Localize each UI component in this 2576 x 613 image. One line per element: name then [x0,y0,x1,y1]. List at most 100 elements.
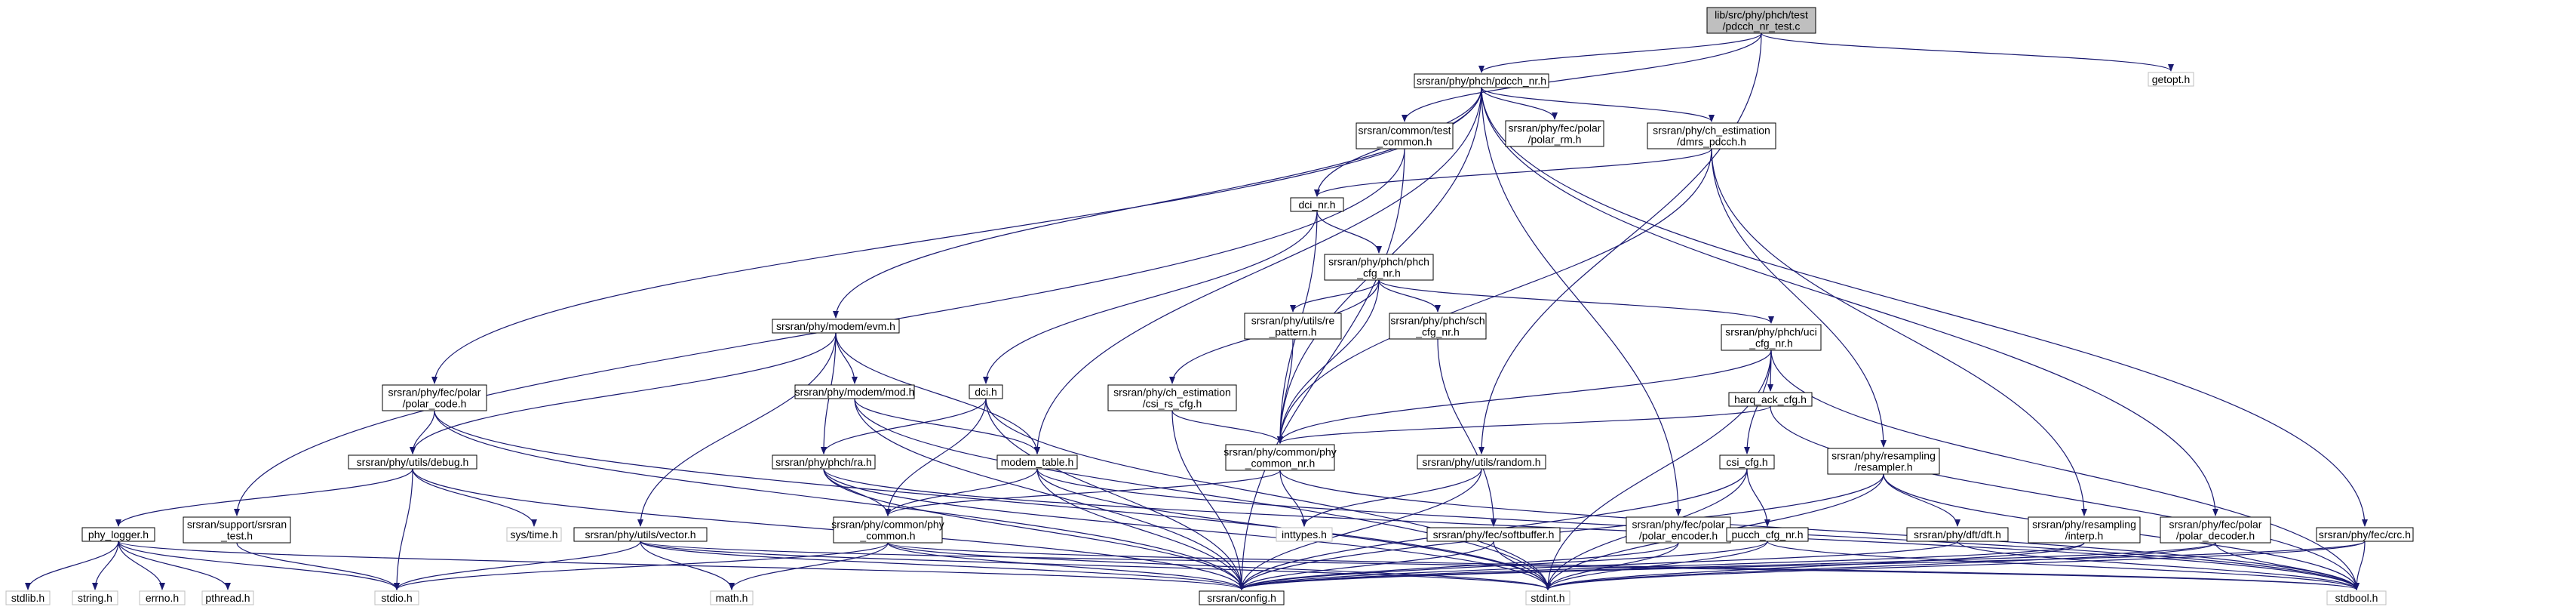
node-label: srsran/common/test [1359,125,1451,137]
node-uci_cfg_nr[interactable]: srsran/phy/phch/uci_cfg_nr.h [1721,324,1822,351]
node-box [1647,122,1776,149]
node-box [1199,590,1285,605]
edge-polar_decoder-to-stdint [1545,542,2216,590]
edge-pdcch_nr-to-dmrs_pdcch [1481,87,1715,122]
node-csi_cfg[interactable]: csi_cfg.h [1719,454,1775,470]
node-box [139,590,186,605]
node-polar_decoder[interactable]: srsran/phy/fec/polar/polar_decoder.h [2160,516,2271,544]
edge-csi_cfg-to-pucch_cfg_nr [1746,468,1770,527]
edge-csi_rs_cfg-to-phy_common_nr [1171,410,1283,444]
edge-vector-to-stdint [640,541,1551,590]
node-sch_cfg_nr[interactable]: srsran/phy/phch/sch_cfg_nr.h [1389,313,1487,340]
edge-dci-to-phy_common [885,398,987,516]
edge-root-to-pdcch_nr [1478,32,1762,73]
edge-softbuffer-to-config [1239,541,1494,590]
node-re_pattern[interactable]: srsran/phy/utils/re_pattern.h [1244,313,1342,340]
edge-sch_cfg_nr-to-softbuffer [1437,338,1497,527]
node-label: /polar_rm.h [1528,134,1582,146]
node-label: /resampler.h [1854,461,1912,473]
node-phch_cfg_nr[interactable]: srsran/phy/phch/phch_cfg_nr.h [1324,254,1434,281]
node-polar_encoder[interactable]: srsran/phy/fec/polar/polar_encoder.h [1626,516,1731,544]
node-label: phy_logger.h [88,528,149,541]
node-polar_rm[interactable]: srsran/phy/fec/polar/polar_rm.h [1505,120,1604,147]
edge-debug-to-time [412,468,537,527]
node-softbuffer[interactable]: srsran/phy/fec/softbuffer.h [1426,527,1561,542]
edge-harq_ack_cfg-to-phy_common_nr [1277,405,1771,444]
node-srsran_test[interactable]: srsran/support/srsran_test.h [183,516,291,544]
node-box [1721,324,1822,351]
edge-pdcch_nr-to-modem_table [1034,87,1482,454]
node-resampler[interactable]: srsran/phy/resampling/resampler.h [1827,448,1940,475]
node-test_common[interactable]: srsran/common/test_common.h [1356,122,1454,149]
node-label: pucch_cfg_nr.h [1732,528,1804,541]
node-box [382,384,487,411]
node-label: /polar_decoder.h [2176,530,2255,542]
node-vector[interactable]: srsran/phy/utils/vector.h [573,527,708,542]
nodes-layer: lib/src/phy/phch/test/pdcch_nr_test.csrs… [5,7,2414,605]
node-mod[interactable]: srsran/phy/modem/mod.h [794,384,915,399]
edge-mod-to-config [854,398,1245,590]
node-box [1417,454,1546,470]
edge-root-to-getopt [1761,32,2174,72]
edge-evm-to-vector [637,332,837,527]
node-pucch_cfg_nr[interactable]: pucch_cfg_nr.h [1726,527,1809,542]
edge-phch_cfg_nr-to-phy_common_nr [1277,279,1380,444]
node-box [183,516,291,544]
node-dci_nr[interactable]: dci_nr.h [1290,197,1344,212]
node-crc[interactable]: srsran/phy/fec/crc.h [2316,527,2414,542]
node-pdcch_nr[interactable]: srsran/phy/phch/pdcch_nr.h [1414,73,1549,88]
edge-uci_cfg_nr-to-stdint [1545,350,1772,590]
node-label: stdlib.h [11,592,45,604]
node-box [772,454,876,470]
node-modem_table[interactable]: modem_table.h [996,454,1078,470]
edge-resampler-to-config [1239,473,1884,590]
node-random[interactable]: srsran/phy/utils/random.h [1417,454,1546,470]
node-debug[interactable]: srsran/phy/utils/debug.h [348,454,477,470]
edge-crc-to-config [1239,541,2366,590]
node-label: srsran/phy/ch_estimation [1653,125,1770,137]
node-label: _cfg_nr.h [1749,337,1793,350]
edge-polar_code-to-debug [410,410,435,454]
node-interp[interactable]: srsran/phy/resampling/interp.h [2028,516,2141,544]
node-dft[interactable]: srsran/phy/dft/dft.h [1906,527,2009,542]
node-label: modem_table.h [1001,456,1074,468]
node-phy_common_nr[interactable]: srsran/phy/common/phy_common_nr.h [1224,444,1337,471]
node-dci[interactable]: dci.h [969,384,1003,399]
edge-phch_cfg_nr-to-uci_cfg_nr [1378,279,1774,324]
node-label: dci_nr.h [1298,199,1335,211]
node-label: _common.h [1376,136,1432,148]
edge-phy_common-to-stdbool [887,542,2360,590]
node-dmrs_pdcch[interactable]: srsran/phy/ch_estimation/dmrs_pdcch.h [1647,122,1776,149]
node-label: srsran/phy/fec/crc.h [2319,528,2411,541]
node-phy_common[interactable]: srsran/phy/common/phy_common.h [831,516,944,544]
node-label: srsran/phy/fec/polar [388,387,481,399]
node-config[interactable]: srsran/config.h [1199,590,1285,605]
edge-phy_common_nr-to-stdbool [1279,470,2360,590]
node-label: srsran/phy/fec/softbuffer.h [1433,528,1555,541]
edge-pucch_cfg_nr-to-stdint [1545,541,1768,590]
node-box [2316,527,2414,542]
edge-dmrs_pdcch-to-interp [1711,148,2087,516]
node-polar_code[interactable]: srsran/phy/fec/polar/polar_code.h [382,384,487,411]
edge-crc-to-stdbool [2353,541,2366,590]
node-box [5,590,51,605]
edge-ra-to-stdint [823,468,1551,590]
node-label: srsran/config.h [1207,592,1276,604]
node-label: _common.h [859,530,915,542]
edge-harq_ack_cfg-to-stdbool [1770,405,2360,590]
node-box [1426,527,1561,542]
edge-root-to-random [1478,32,1762,454]
node-phy_logger[interactable]: phy_logger.h [81,527,155,542]
node-box [1356,122,1454,149]
node-label: sys/time.h [510,528,557,541]
node-box [1827,448,1940,475]
node-evm[interactable]: srsran/phy/modem/evm.h [772,319,900,334]
edge-srsran_test-to-stdio [236,542,400,590]
edge-dmrs_pdcch-to-phy_common_nr [1277,148,1712,444]
node-harq_ack_cfg[interactable]: harq_ack_cfg.h [1728,392,1813,407]
node-label: inttypes.h [1282,528,1327,541]
node-label: srsran/phy/utils/re [1251,315,1335,327]
node-ra[interactable]: srsran/phy/phch/ra.h [772,454,876,470]
node-csi_rs_cfg[interactable]: srsran/phy/ch_estimation/csi_rs_cfg.h [1107,384,1237,411]
edge-phy_common-to-math [729,542,889,590]
